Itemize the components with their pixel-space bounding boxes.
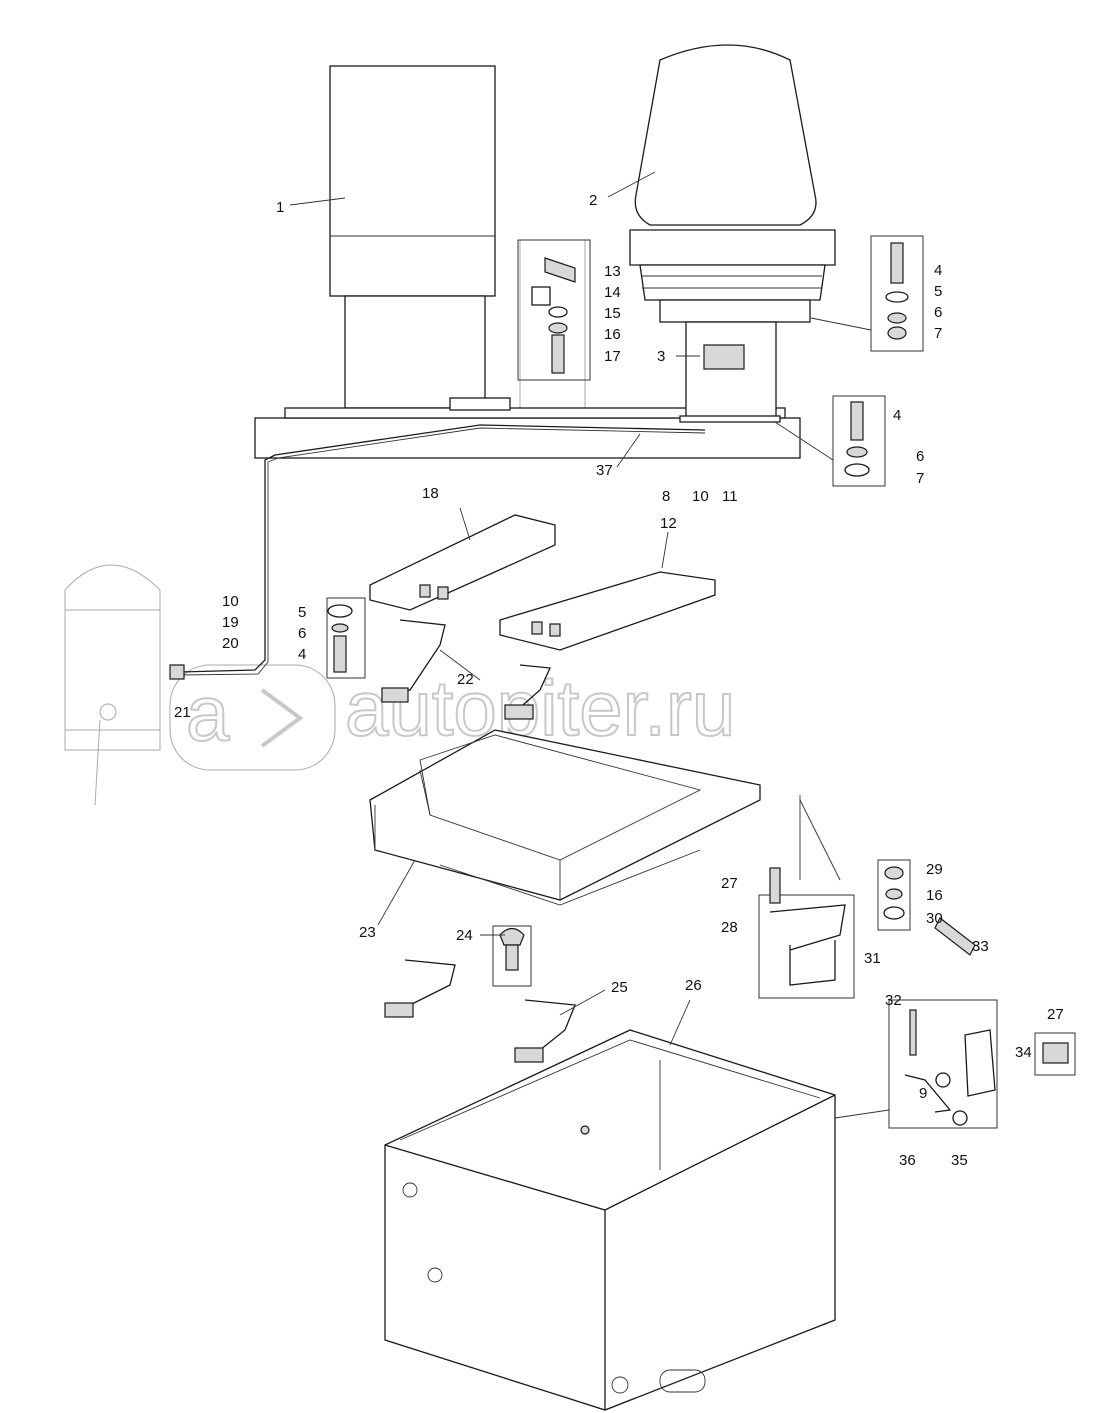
part-12-rail bbox=[499, 571, 716, 651]
callout-34: 34 bbox=[1015, 1044, 1032, 1061]
part-26-base-box bbox=[384, 1029, 836, 1411]
callout-13: 13 bbox=[604, 263, 621, 280]
part-25-bracket bbox=[384, 959, 576, 1063]
callout-29: 29 bbox=[926, 861, 943, 878]
callout-6: 6 bbox=[934, 304, 942, 321]
callout-23: 23 bbox=[359, 924, 376, 941]
callout-33: 33 bbox=[972, 938, 989, 955]
callout-26: 26 bbox=[685, 977, 702, 994]
callout-2: 2 bbox=[589, 192, 597, 209]
callout-22: 22 bbox=[457, 671, 474, 688]
callout-21: 21 bbox=[174, 704, 191, 721]
callout-37: 37 bbox=[596, 462, 613, 479]
callout-20: 20 bbox=[222, 635, 239, 652]
callout-19: 19 bbox=[222, 614, 239, 631]
callout-25: 25 bbox=[611, 979, 628, 996]
callout-24: 24 bbox=[456, 927, 473, 944]
callout-4c: 4 bbox=[298, 646, 306, 663]
callout-28: 28 bbox=[721, 919, 738, 936]
leader-lines bbox=[289, 171, 890, 1119]
callout-35: 35 bbox=[951, 1152, 968, 1169]
latch-parts bbox=[904, 917, 996, 1126]
part-23-frame bbox=[369, 729, 761, 906]
part-21-air-reservoir bbox=[64, 564, 185, 806]
callout-10b: 10 bbox=[222, 593, 239, 610]
callout-32: 32 bbox=[885, 992, 902, 1009]
callout-6b: 6 bbox=[916, 448, 924, 465]
callout-5: 5 bbox=[934, 283, 942, 300]
callout-5b: 5 bbox=[298, 604, 306, 621]
callout-31: 31 bbox=[864, 950, 881, 967]
watermark: a autopiter.ru bbox=[169, 663, 736, 771]
callout-labels: 1 2 3 4 5 6 7 13 14 15 16 17 4 6 7 37 8 … bbox=[174, 192, 1064, 1169]
callout-30: 30 bbox=[926, 910, 943, 927]
svg-text:autopiter.ru: autopiter.ru bbox=[345, 664, 735, 752]
part-2-seat bbox=[629, 44, 836, 423]
part-1-cabinet bbox=[329, 65, 586, 411]
part-18-rail bbox=[369, 514, 556, 611]
callout-18: 18 bbox=[422, 485, 439, 502]
part-31-handle bbox=[769, 904, 846, 986]
callout-12: 12 bbox=[660, 515, 677, 532]
callout-36: 36 bbox=[899, 1152, 916, 1169]
callout-15: 15 bbox=[604, 305, 621, 322]
svg-text:a: a bbox=[186, 669, 230, 757]
callout-4: 4 bbox=[934, 262, 942, 279]
callout-11: 11 bbox=[722, 488, 738, 505]
callout-16b: 16 bbox=[926, 887, 943, 904]
callout-10: 10 bbox=[692, 488, 709, 505]
callout-6c: 6 bbox=[298, 625, 306, 642]
callout-17: 17 bbox=[604, 348, 621, 365]
callout-9: 9 bbox=[919, 1085, 927, 1102]
callout-7b: 7 bbox=[916, 470, 924, 487]
platform-plate bbox=[254, 397, 801, 459]
callout-27b: 27 bbox=[1047, 1006, 1064, 1023]
callout-14: 14 bbox=[604, 284, 621, 301]
callout-27: 27 bbox=[721, 875, 738, 892]
callout-3: 3 bbox=[657, 348, 665, 365]
callout-8: 8 bbox=[662, 488, 670, 505]
part-22-bracket bbox=[381, 619, 551, 720]
air-hose-37 bbox=[179, 424, 706, 676]
callout-4b: 4 bbox=[893, 407, 901, 424]
callout-7: 7 bbox=[934, 325, 942, 342]
callout-16: 16 bbox=[604, 326, 621, 343]
callout-1: 1 bbox=[276, 199, 284, 216]
fastener-boxes bbox=[326, 235, 1076, 1129]
